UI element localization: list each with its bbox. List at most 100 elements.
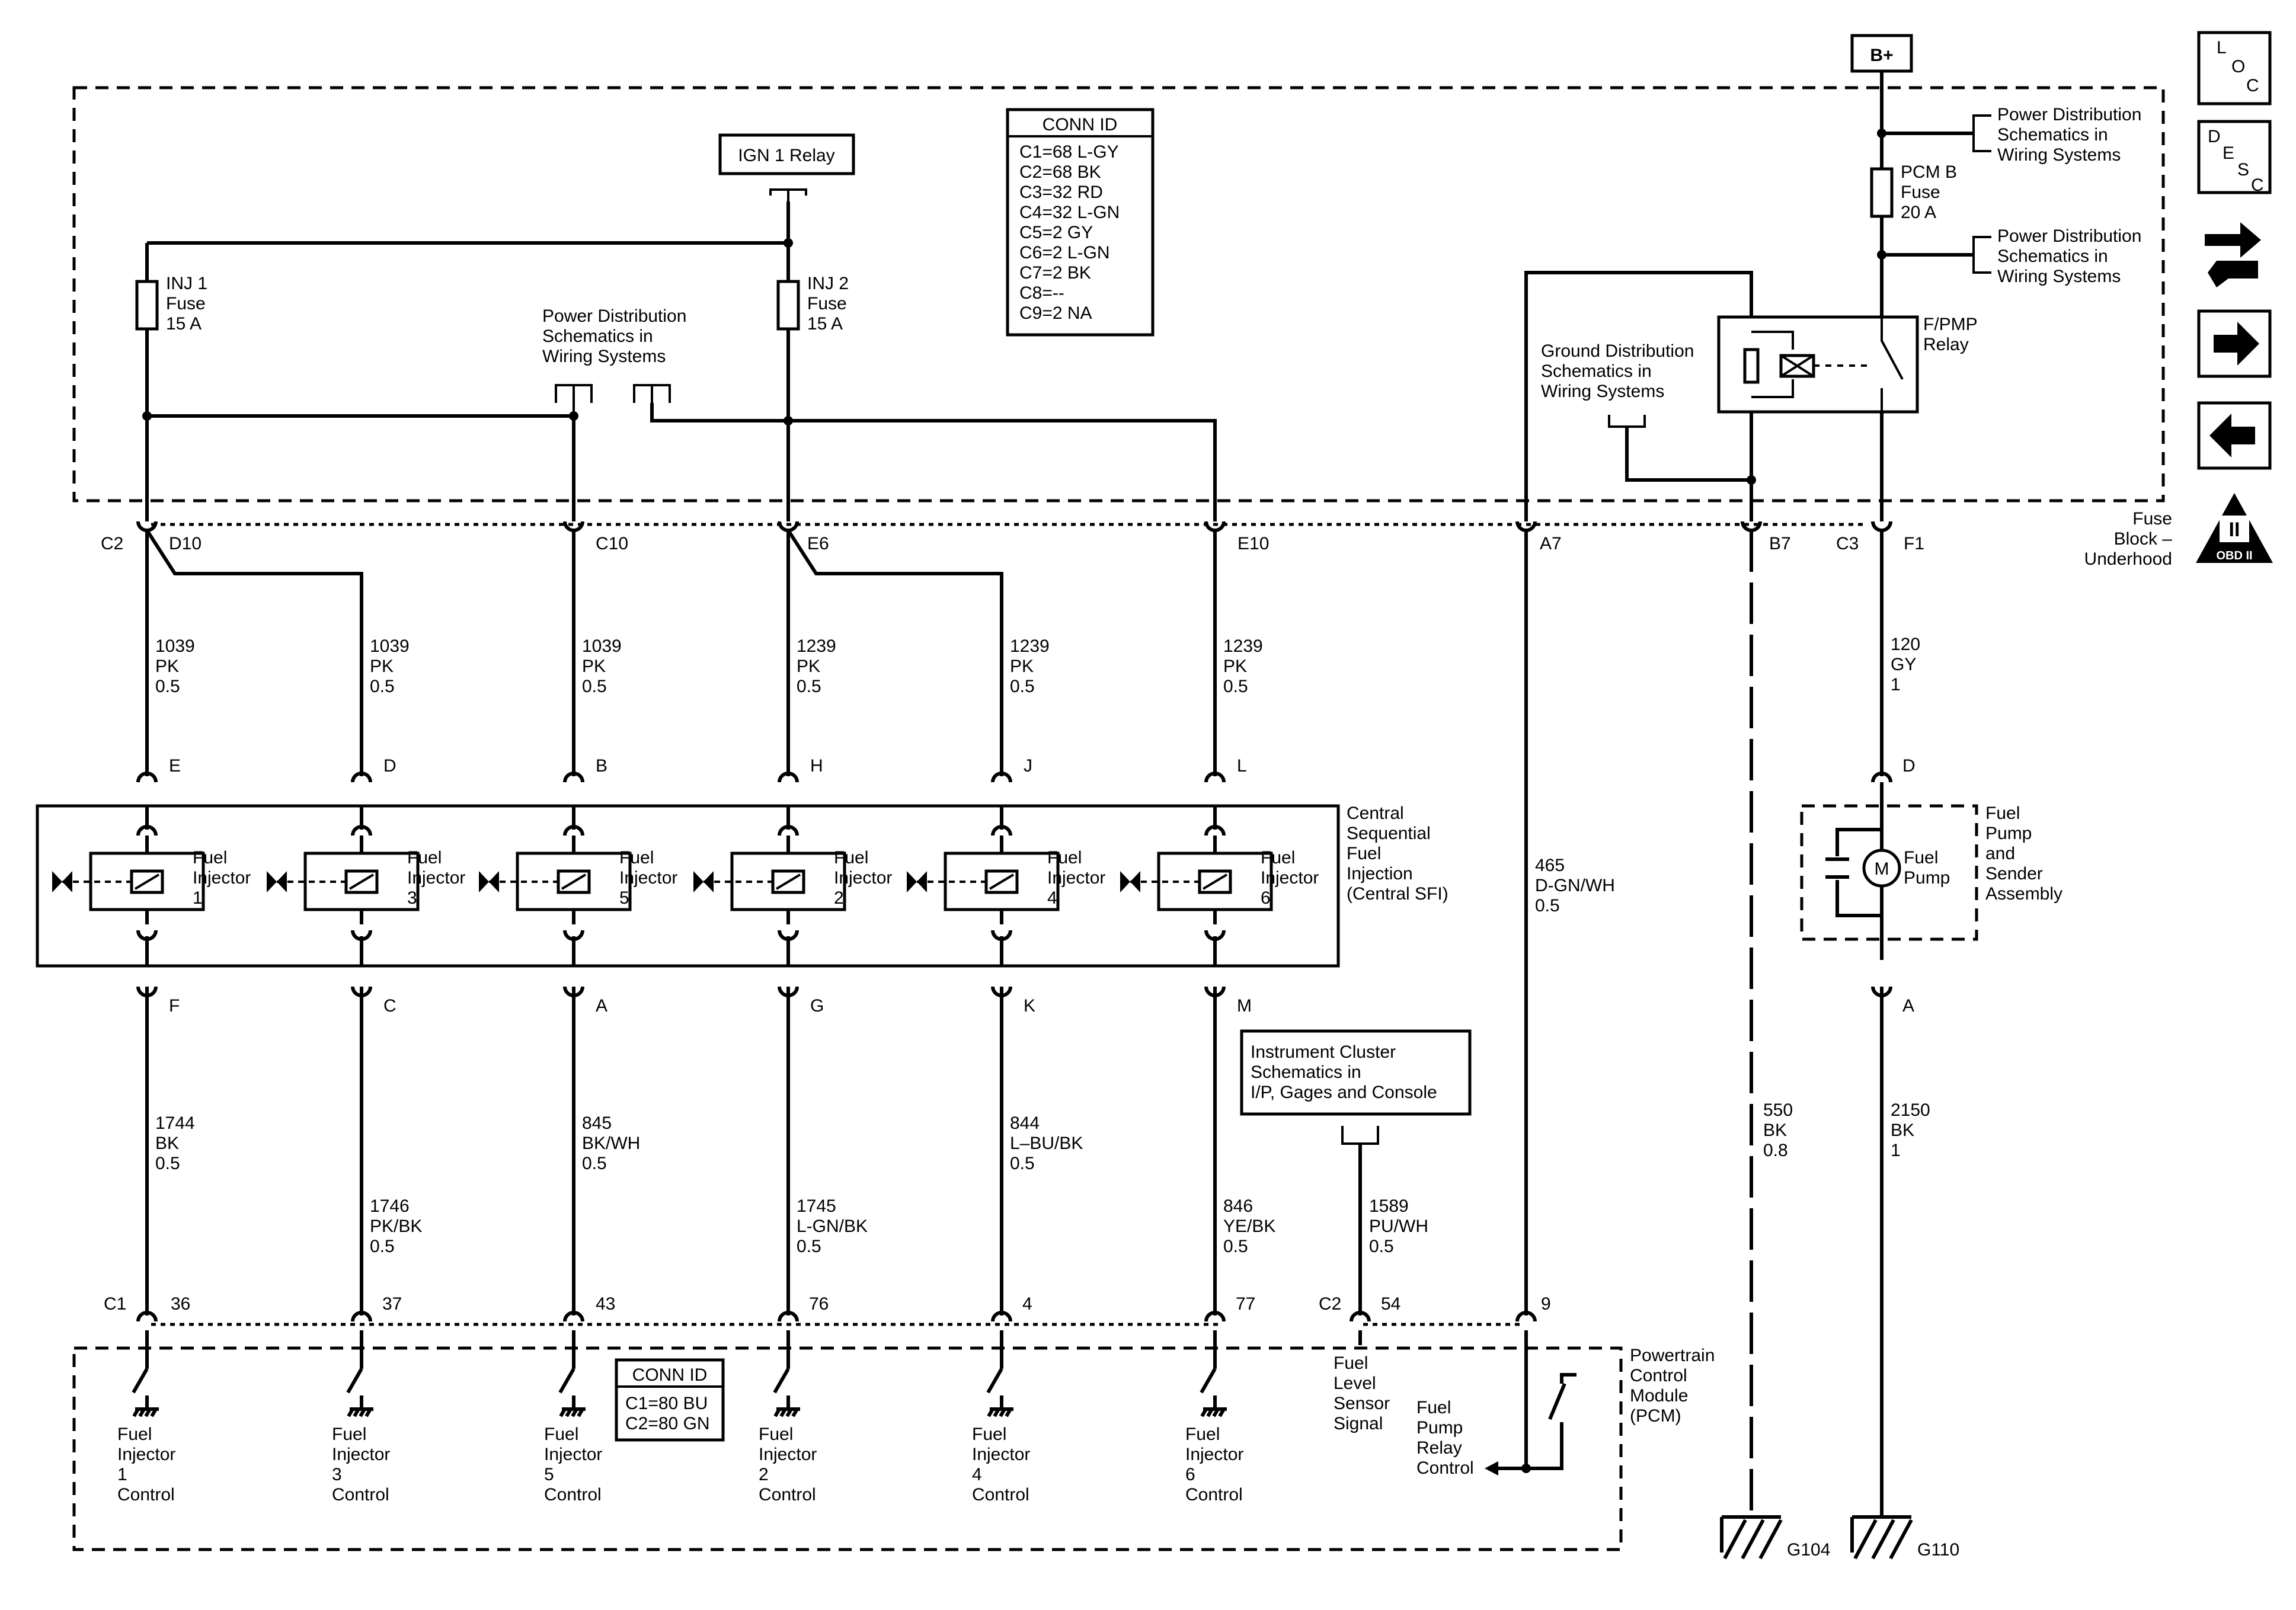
pcm-ctrl: Fuel — [972, 1425, 1006, 1444]
fb-conn-c3: C3 — [1836, 534, 1859, 553]
connector-pin — [1204, 1311, 1226, 1322]
pcm-ctrl: 2 — [759, 1465, 769, 1484]
pcm-title-l3: Module — [1630, 1386, 1688, 1406]
pcm-ctrl: 3 — [332, 1465, 342, 1484]
wire-circuit: 1745 — [797, 1196, 836, 1216]
svg-text:L: L — [2217, 38, 2227, 57]
sfi-l2: Sequential — [1347, 824, 1431, 843]
pcmb-fuse-symbol — [1870, 167, 1894, 218]
loc-icon[interactable]: L O C — [2197, 31, 2272, 105]
fb-pin-d10: D10 — [169, 534, 202, 553]
wire-color: BK — [155, 1134, 179, 1153]
wire-gauge: 0.5 — [155, 677, 180, 696]
obd-ii-icon[interactable]: II OBD II — [2196, 493, 2273, 563]
connector-pin — [351, 1311, 372, 1322]
pcm-ctrl: Injector — [1185, 1445, 1243, 1464]
inj-label: Fuel — [1047, 848, 1082, 868]
ground-dist-l1: Ground Distribution — [1541, 341, 1694, 361]
pump-pin-bottom: A — [1902, 996, 1914, 1016]
pcm-ctrl: Injector — [544, 1445, 602, 1464]
ic-circuit: 1589 — [1369, 1196, 1409, 1216]
a7-gauge: 0.5 — [1535, 896, 1560, 916]
connector-pin — [1204, 521, 1226, 532]
ign1-relay-box — [718, 133, 855, 175]
next-arrow-icon[interactable] — [2197, 309, 2272, 378]
pcmb-fuse-l2: Fuse — [1901, 183, 1940, 202]
b7-color: BK — [1763, 1121, 1787, 1140]
junction-dot — [1747, 475, 1756, 485]
pcm-ctrl: Fuel — [544, 1425, 578, 1444]
diagnostics-wrench-icon[interactable] — [2205, 222, 2261, 287]
wire-color: L-GN/BK — [797, 1217, 868, 1236]
sfi-l3: Fuel — [1347, 844, 1381, 863]
pcm-c1-pin: 37 — [382, 1294, 402, 1314]
pcm-title-l2: Control — [1630, 1366, 1687, 1385]
fpr-control-l3: Relay — [1416, 1438, 1462, 1458]
pump-capacitor — [1825, 857, 1849, 879]
desc-icon[interactable]: D E S C — [2197, 120, 2272, 195]
inj-bottom-pin: M — [1237, 996, 1252, 1016]
f1-gauge: 1 — [1891, 675, 1901, 694]
ground-dist-l2: Schematics in — [1541, 361, 1652, 381]
inj-label: 5 — [619, 888, 629, 908]
ign1-bus — [147, 201, 790, 245]
pump-assembly-l1: Fuel — [1985, 804, 2020, 823]
pcm-ctrl: Control — [759, 1485, 816, 1505]
conn-id-row: C3=32 RD — [1019, 183, 1103, 202]
injector-top-pins — [136, 772, 1226, 783]
pcm-ctrl: Fuel — [1185, 1425, 1220, 1444]
inj-top-pin: D — [383, 756, 396, 776]
back-arrow-icon[interactable] — [2197, 401, 2272, 470]
inj-top-pin: B — [596, 756, 607, 776]
connector-pin — [1871, 772, 1892, 783]
connector-pin — [1741, 521, 1762, 532]
pcm-control-labels: Fuel Injector 1 Control Fuel Injector 3 … — [117, 1425, 1243, 1505]
wire-circuit: 846 — [1223, 1196, 1253, 1216]
fuel-level-l4: Signal — [1334, 1414, 1383, 1433]
pcm-c1-pin: 36 — [171, 1294, 190, 1314]
wire-circuit: 1239 — [797, 636, 836, 656]
wire-color: BK/WH — [582, 1134, 640, 1153]
power-dist-center-l1: Power Distribution — [542, 306, 686, 326]
connector-pin — [778, 772, 799, 783]
inj-label: Fuel — [619, 848, 654, 868]
conn-id-row: C7=2 BK — [1019, 263, 1091, 283]
wire-gauge: 0.5 — [582, 1154, 607, 1173]
connector-pin — [563, 772, 584, 783]
inj1-fuse-l1: INJ 1 — [166, 274, 207, 293]
connector-pin — [351, 772, 372, 783]
fuse-block-l1: Fuse — [2132, 509, 2172, 529]
inj2-fuse-l3: 15 A — [807, 314, 843, 334]
conn-id-pcm-row: C2=80 GN — [625, 1414, 710, 1433]
power-dist-right2-l2: Schematics in — [1997, 247, 2108, 266]
pcm-c1-pin: 76 — [809, 1294, 829, 1314]
wire-d10-inj3 — [145, 529, 363, 776]
fpr-control-l2: Pump — [1416, 1418, 1463, 1438]
inj-bottom-pin: F — [169, 996, 180, 1016]
pcm-ctrl: 6 — [1185, 1465, 1195, 1484]
svg-text:C: C — [2246, 76, 2259, 95]
pcm-ctrl: Fuel — [117, 1425, 152, 1444]
b-plus-label: B+ — [1870, 46, 1893, 65]
inj-label: 6 — [1261, 888, 1271, 908]
power-dist-center-l2: Schematics in — [542, 327, 653, 346]
inj-top-pin: L — [1237, 756, 1247, 776]
inj-bottom-pin: A — [596, 996, 607, 1016]
conn-id-pcm-title: CONN ID — [632, 1365, 708, 1385]
wire-color: PK — [1010, 657, 1034, 676]
ic-l3: I/P, Gages and Console — [1251, 1083, 1437, 1102]
inj-top-pin: H — [810, 756, 823, 776]
inj1-bus — [147, 414, 575, 521]
fuel-pump-assembly-box — [1800, 804, 1978, 941]
ic-color: PU/WH — [1369, 1217, 1428, 1236]
f1-color: GY — [1891, 655, 1916, 674]
wire-circuit: 844 — [1010, 1113, 1040, 1133]
relay-coil-link — [1751, 331, 1794, 398]
pcm-ctrl: 4 — [972, 1465, 982, 1484]
b7-circuit: 550 — [1763, 1100, 1793, 1120]
pcm-ctrl: Injector — [332, 1445, 390, 1464]
wire-color: PK — [797, 657, 820, 676]
power-dist-right2-l1: Power Distribution — [1997, 226, 2141, 246]
wire-circuit: 1039 — [370, 636, 410, 656]
